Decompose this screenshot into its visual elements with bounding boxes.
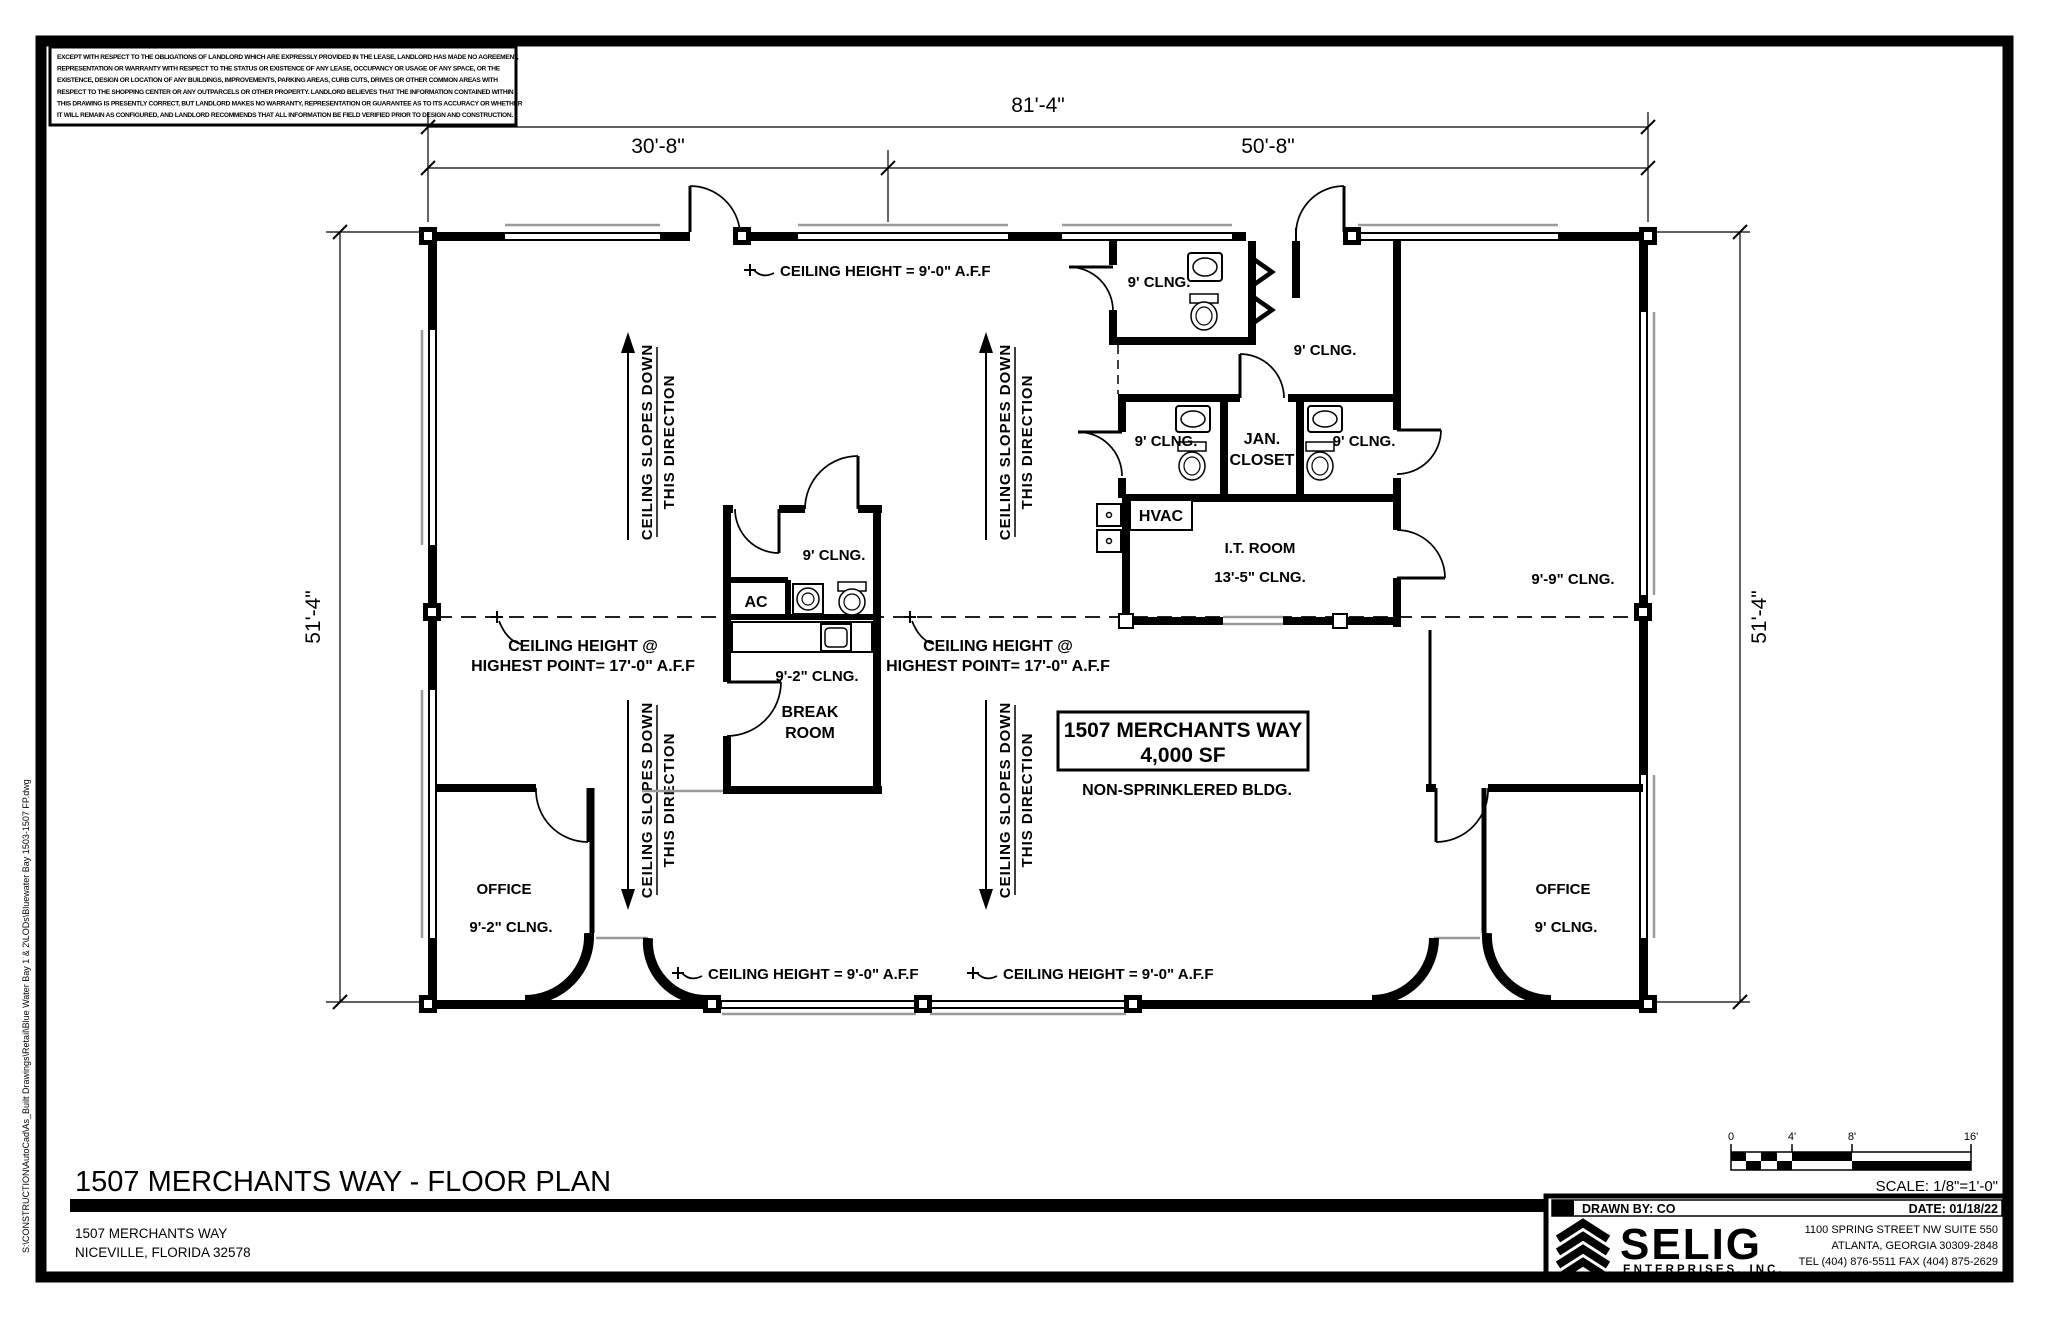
slope-note-top-center: CEILING SLOPES DOWN THIS DIRECTION: [979, 332, 1036, 540]
drawn-by: DRAWN BY: CO: [1582, 1202, 1676, 1216]
slope-line2: THIS DIRECTION: [1019, 375, 1036, 510]
label-restroom-top: 9' CLNG.: [1128, 274, 1191, 291]
dim-right-height: 51'-4": [1748, 590, 1771, 644]
company-sub: ENTERPRISES, INC.: [1623, 1264, 1785, 1276]
scale-tick-8: 8': [1848, 1131, 1856, 1143]
ridge-line: [437, 611, 1639, 645]
slope-line1: CEILING SLOPES DOWN: [639, 344, 656, 541]
label-break-1: BREAK: [782, 704, 839, 721]
entry-door-top-right: [1295, 185, 1346, 233]
restroom-doors: [1068, 265, 1442, 477]
summary-box: 1507 MERCHANTS WAY 4,000 SF NON-SPRINKLE…: [1056, 710, 1310, 799]
company-addr-2: ATLANTA, GEORGIA 30309-2848: [1831, 1240, 1998, 1252]
label-jan-2: CLOSET: [1230, 452, 1295, 469]
ceiling-highest-line2: HIGHEST POINT= 17'-0" A.F.F: [471, 658, 695, 675]
slope-line1: CEILING SLOPES DOWN: [997, 344, 1014, 541]
disclaimer-line: REPRESENTATION OR WARRANTY WITH RESPECT …: [57, 66, 501, 73]
slope-line1: CEILING SLOPES DOWN: [997, 702, 1014, 899]
wall-columns: [419, 227, 1657, 1013]
dim-left-width: 30'-8": [631, 135, 685, 158]
disclaimer-line: EXISTENCE, DESIGN OR LOCATION OF ANY BUI…: [57, 77, 498, 84]
disclaimer-border: [48, 45, 518, 127]
summary-line1: 1507 MERCHANTS WAY: [1064, 719, 1302, 742]
ceiling-height-top: CEILING HEIGHT = 9'-0" A.F.F: [744, 263, 991, 280]
scale-tick-16: 16': [1964, 1131, 1978, 1143]
restroom-cluster-walls: [1109, 241, 1401, 627]
label-office-right: OFFICE: [1536, 881, 1591, 898]
dim-total-width: 81'-4": [1011, 94, 1065, 117]
disclaimer-line: THIS DRAWING IS PRESENTLY CORRECT, BUT L…: [57, 100, 523, 107]
dimension-lines: 81'-4" 30'-8" 50'-8" 51'-4" 51'-4": [302, 94, 1771, 1010]
ceiling-highest-line1: CEILING HEIGHT @: [508, 638, 658, 655]
slope-line1: CEILING SLOPES DOWN: [639, 702, 656, 899]
office-left: [437, 784, 706, 1006]
ceiling-highest-label-right: CEILING HEIGHT @ HIGHEST POINT= 17'-0" A…: [886, 638, 1110, 675]
label-break-restroom: 9' CLNG.: [803, 547, 866, 564]
disclaimer-line: IT WILL REMAIN AS CONFIGURED, AND LANDLO…: [57, 112, 513, 119]
slope-note-bottom-center: CEILING SLOPES DOWN THIS DIRECTION: [979, 700, 1036, 910]
title-bar: 1507 MERCHANTS WAY - FLOOR PLAN 1507 MER…: [70, 1166, 1544, 1260]
ceiling-height-bottom-left: CEILING HEIGHT = 9'-0" A.F.F: [672, 966, 919, 983]
label-hvac: HVAC: [1139, 508, 1184, 525]
summary-line2: 4,000 SF: [1140, 744, 1225, 767]
ceiling-highest-label-left: CEILING HEIGHT @ HIGHEST POINT= 17'-0" A…: [471, 638, 695, 675]
scale-tick-0: 0: [1728, 1131, 1734, 1143]
slope-note-top-left: CEILING SLOPES DOWN THIS DIRECTION: [621, 332, 678, 540]
summary-note: NON-SPRINKLERED BLDG.: [1082, 782, 1292, 799]
entry-door-top-left: [688, 185, 741, 233]
label-ac: AC: [744, 594, 768, 611]
ceiling-height-label: CEILING HEIGHT = 9'-0" A.F.F: [1003, 966, 1214, 983]
company-addr-1: 1100 SPRING STREET NW SUITE 550: [1805, 1224, 1998, 1236]
dim-left-height: 51'-4": [302, 590, 325, 644]
label-open-area: 9' CLNG.: [1294, 342, 1357, 359]
office-right: [1371, 630, 1643, 1006]
date: DATE: 01/18/22: [1909, 1202, 1998, 1216]
scale-bar: 0 4' 8' 16' SCALE: 1/8"=1'-0": [1728, 1131, 1998, 1195]
disclaimer-line: EXCEPT WITH RESPECT TO THE OBLIGATIONS O…: [57, 54, 519, 61]
label-9-9-clng: 9'-9" CLNG.: [1531, 571, 1614, 588]
scale-label: SCALE: 1/8"=1'-0": [1876, 1178, 1998, 1195]
company-addr-3: TEL (404) 876-5511 FAX (404) 875-2629: [1799, 1256, 1998, 1268]
label-it-clng: 13'-5" CLNG.: [1214, 569, 1306, 586]
site-address-2: NICEVILLE, FLORIDA 32578: [75, 1245, 251, 1260]
slope-note-bottom-left: CEILING SLOPES DOWN THIS DIRECTION: [621, 700, 678, 910]
label-jan-1: JAN.: [1244, 431, 1280, 448]
slope-line2: THIS DIRECTION: [661, 375, 678, 510]
selig-logo-icon: [1555, 1218, 1611, 1282]
label-office-right-clng: 9' CLNG.: [1535, 919, 1598, 936]
ceiling-highest-line2: HIGHEST POINT= 17'-0" A.F.F: [886, 658, 1110, 675]
disclaimer-block: EXCEPT WITH RESPECT TO THE OBLIGATIONS O…: [48, 45, 523, 127]
title-block: DRAWN BY: CO DATE: 01/18/22 SELIG ENTERP…: [1543, 1193, 2011, 1282]
dim-right-width: 50'-8": [1241, 135, 1295, 158]
exterior-walls: [420, 223, 1656, 1016]
label-break-2: ROOM: [785, 725, 835, 742]
it-room: [1096, 498, 1446, 629]
scale-tick-4: 4': [1788, 1131, 1796, 1143]
ceiling-height-label: CEILING HEIGHT = 9'-0" A.F.F: [780, 263, 991, 280]
label-restroom-left: 9' CLNG.: [1135, 433, 1198, 450]
file-path-note: S:\CONSTRUCTION\AutoCad\As_Built Drawing…: [21, 779, 31, 1253]
sheet-frame: [35, 35, 2014, 1283]
label-break-clng: 9'-2" CLNG.: [775, 668, 858, 685]
break-room-cluster: [642, 455, 882, 794]
slope-line2: THIS DIRECTION: [1019, 733, 1036, 868]
company-name: SELIG: [1620, 1220, 1762, 1269]
label-office-left: OFFICE: [477, 881, 532, 898]
vestibule-double-doors: [1250, 256, 1276, 326]
ceiling-height-bottom-right: CEILING HEIGHT = 9'-0" A.F.F: [967, 966, 1214, 983]
restroom-fixtures: [1175, 252, 1343, 481]
slope-line2: THIS DIRECTION: [661, 733, 678, 868]
disclaimer-line: RESPECT TO THE SHOPPING CENTER OR ANY OU…: [57, 89, 514, 96]
site-address-1: 1507 MERCHANTS WAY: [75, 1226, 227, 1241]
ceiling-highest-line1: CEILING HEIGHT @: [923, 638, 1073, 655]
label-office-left-clng: 9'-2" CLNG.: [469, 919, 552, 936]
label-restroom-right: 9' CLNG.: [1333, 433, 1396, 450]
label-it-room: I.T. ROOM: [1225, 540, 1296, 557]
sheet-title: 1507 MERCHANTS WAY - FLOOR PLAN: [75, 1166, 611, 1198]
ceiling-height-label: CEILING HEIGHT = 9'-0" A.F.F: [708, 966, 919, 983]
